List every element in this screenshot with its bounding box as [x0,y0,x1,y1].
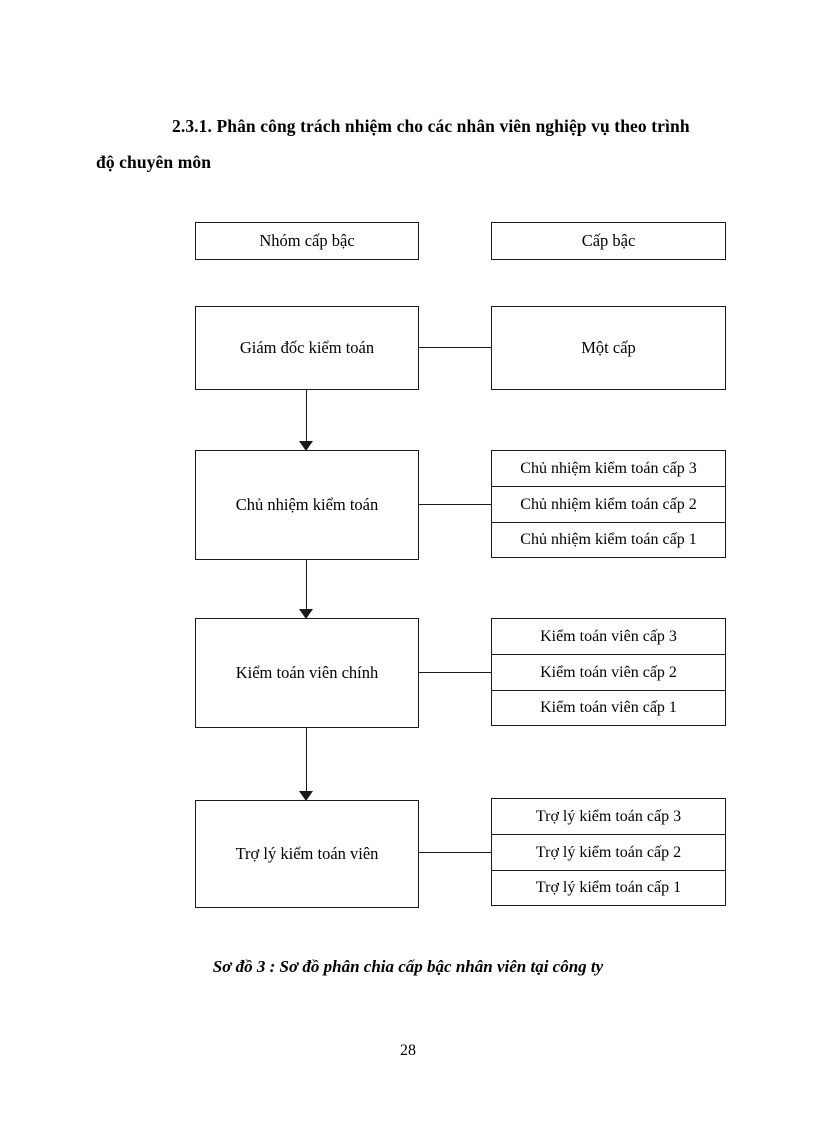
group-box-senior-auditor: Kiểm toán viên chính [195,618,419,728]
page-number: 28 [400,1042,416,1059]
group-box-manager: Chủ nhiệm kiểm toán [195,450,419,560]
arrow-down-icon-3 [299,791,313,801]
connector-vertical-2 [306,560,307,612]
column-header-level: Cấp bậc [491,222,726,260]
connector-line-director [419,347,491,348]
connector-line-senior-auditor [419,672,491,673]
level-stack-senior-auditor: Kiểm toán viên cấp 3 Kiểm toán viên cấp … [491,618,726,726]
column-header-group: Nhóm cấp bậc [195,222,419,260]
level-box-manager-2: Chủ nhiệm kiểm toán cấp 2 [491,486,726,522]
arrow-down-icon-1 [299,441,313,451]
level-box-manager-3: Chủ nhiệm kiểm toán cấp 3 [491,450,726,486]
group-box-director: Giám đốc kiểm toán [195,306,419,390]
connector-line-assistant [419,852,491,853]
group-box-assistant: Trợ lý kiểm toán viên [195,800,419,908]
level-box-auditor-2: Kiểm toán viên cấp 2 [491,654,726,690]
level-box-assistant-1: Trợ lý kiểm toán cấp 1 [491,870,726,906]
section-heading: 2.3.1. Phân công trách nhiệm cho các nhâ… [96,108,744,180]
figure-caption: Sơ đồ 3 : Sơ đồ phân chia cấp bậc nhân v… [212,957,604,976]
heading-line-1: 2.3.1. Phân công trách nhiệm cho các nhâ… [172,116,690,136]
connector-vertical-3 [306,728,307,794]
level-stack-manager: Chủ nhiệm kiểm toán cấp 3 Chủ nhiệm kiểm… [491,450,726,558]
level-box-auditor-3: Kiểm toán viên cấp 3 [491,618,726,654]
level-box-auditor-1: Kiểm toán viên cấp 1 [491,690,726,726]
level-box-assistant-2: Trợ lý kiểm toán cấp 2 [491,834,726,870]
connector-line-manager [419,504,491,505]
heading-line-2: độ chuyên môn [96,152,212,172]
level-box-director-1: Một cấp [491,306,726,390]
level-stack-assistant: Trợ lý kiểm toán cấp 3 Trợ lý kiểm toán … [491,798,726,906]
level-box-manager-1: Chủ nhiệm kiểm toán cấp 1 [491,522,726,558]
arrow-down-icon-2 [299,609,313,619]
level-box-assistant-3: Trợ lý kiểm toán cấp 3 [491,798,726,834]
connector-vertical-1 [306,390,307,444]
